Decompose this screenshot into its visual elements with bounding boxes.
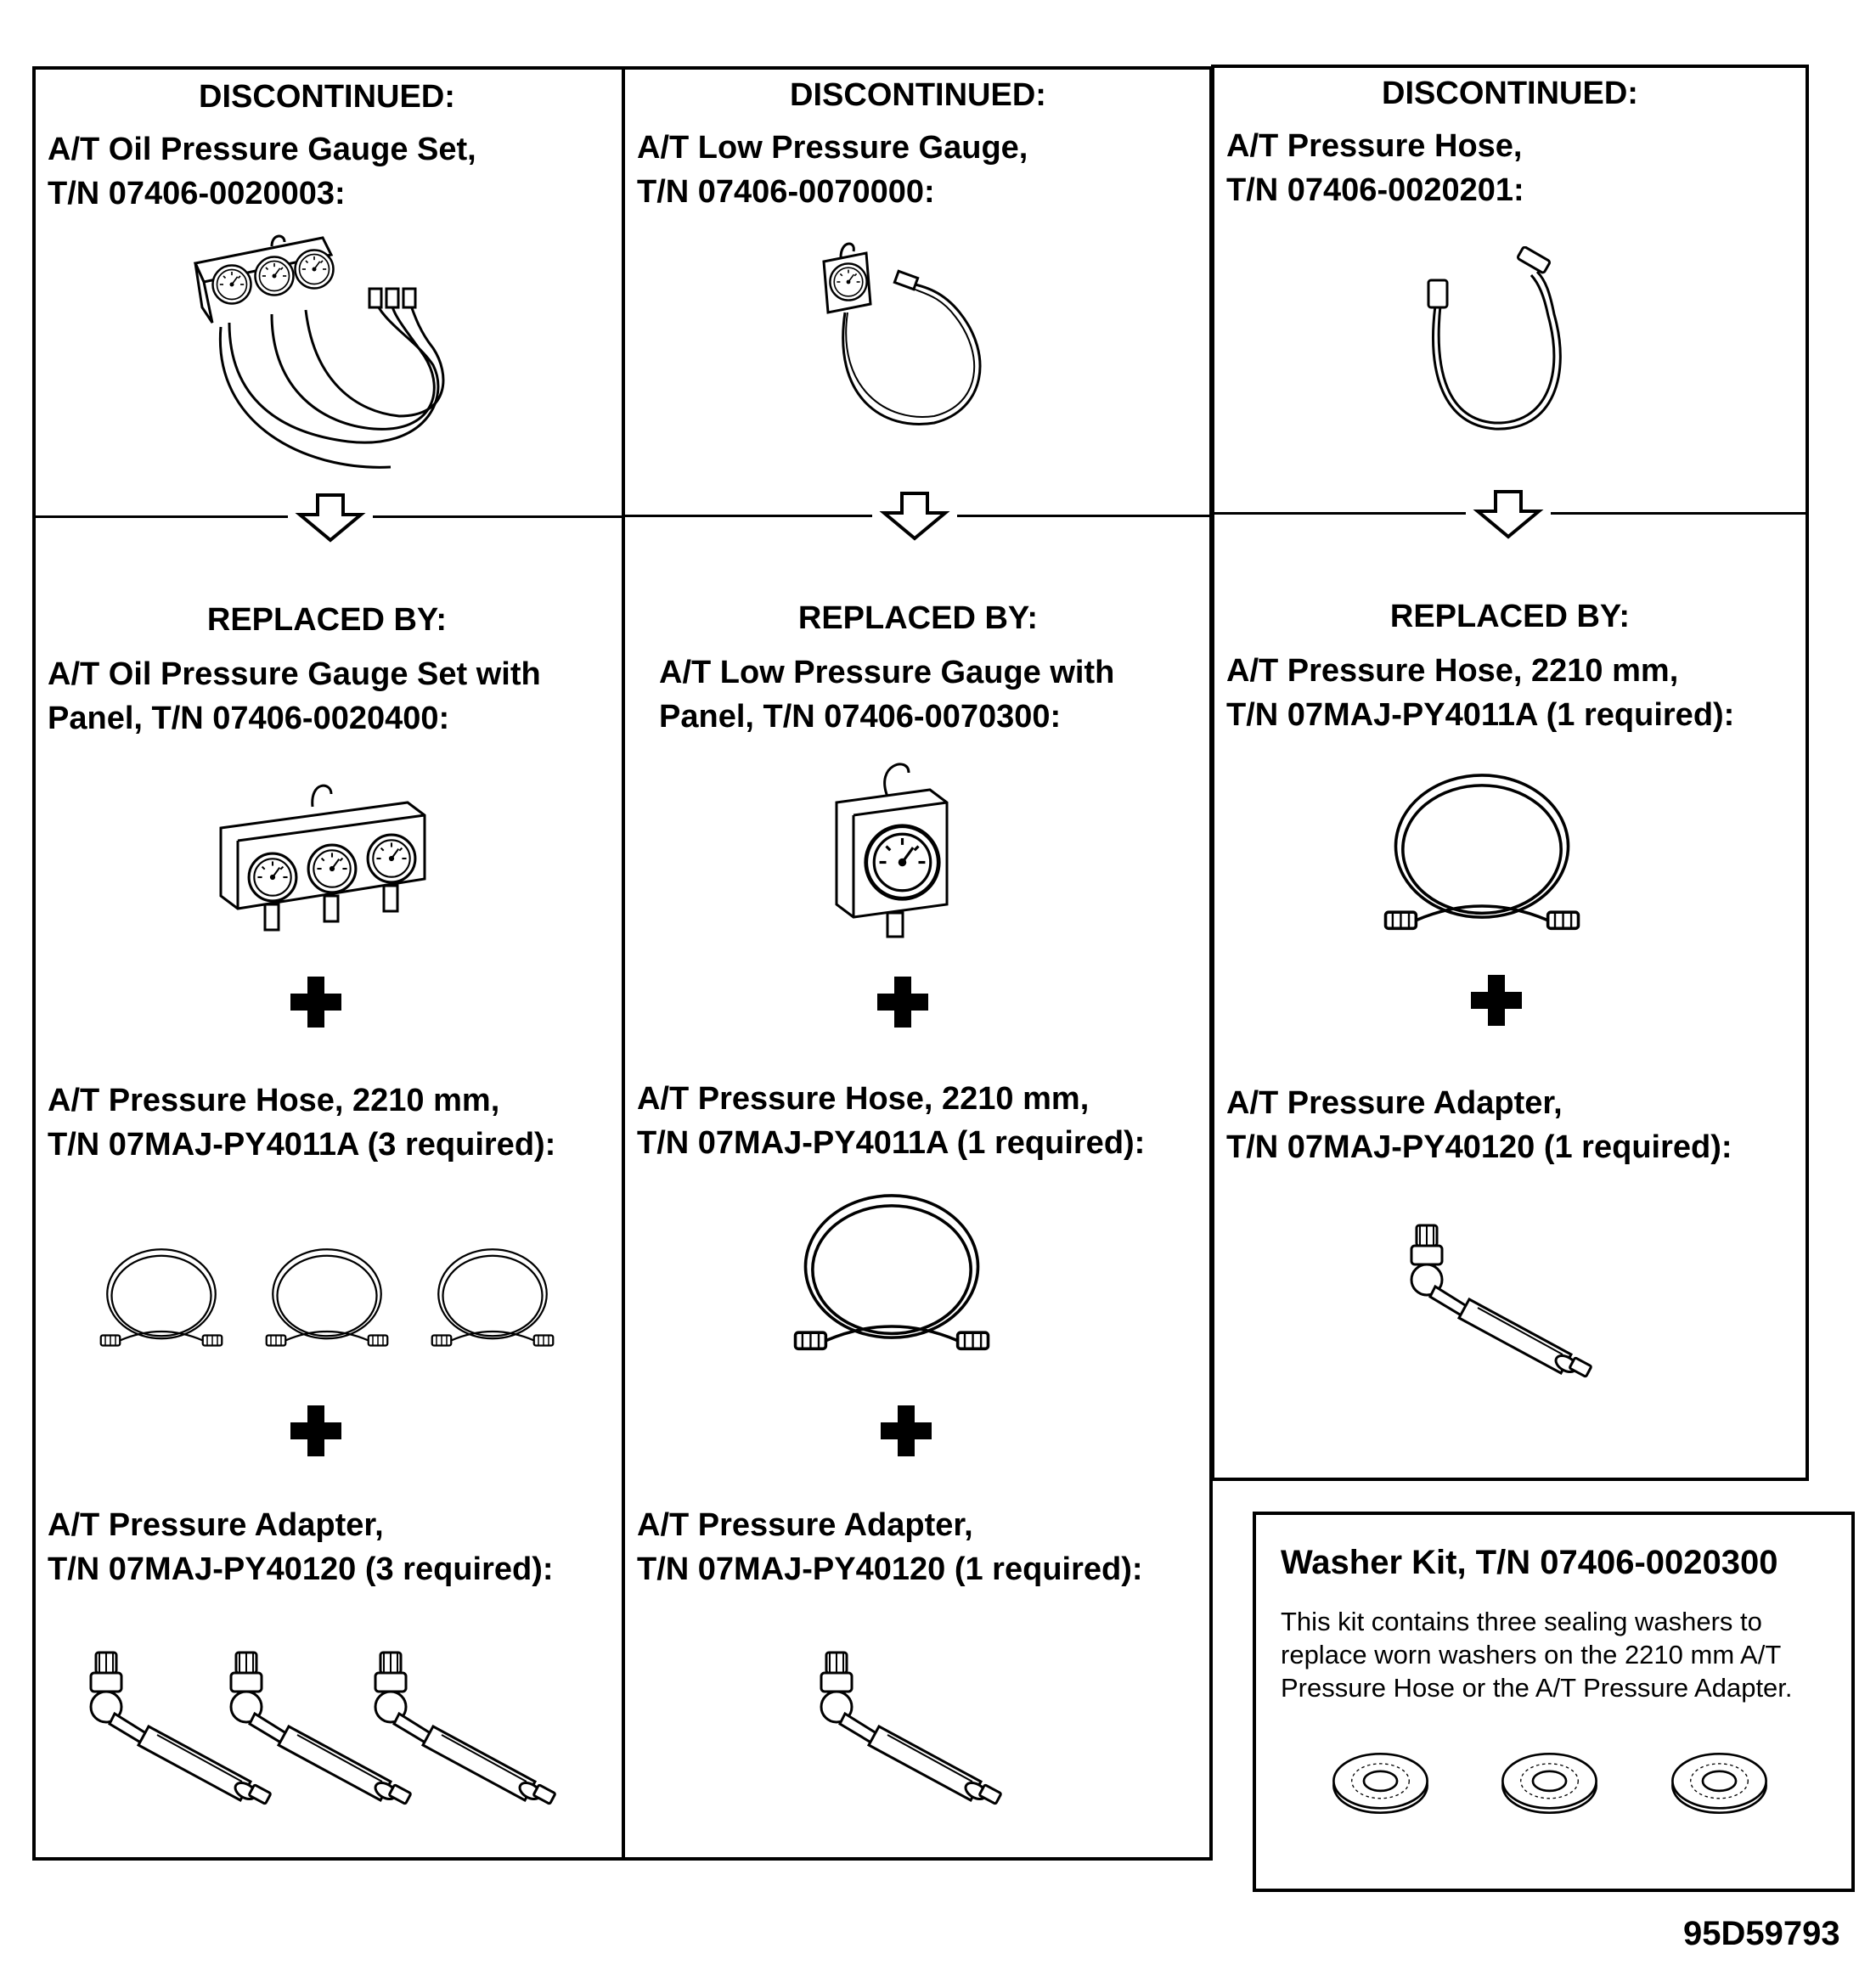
plus-icon-2 (290, 1405, 341, 1456)
col3-adapter-item-line2: T/N 07MAJ-PY40120 (1 required): (1226, 1129, 1732, 1165)
col2-adapter-item-line1: A/T Pressure Adapter, (637, 1507, 973, 1543)
washer-kit-line3: Pressure Hose or the A/T Pressure Adapte… (1281, 1673, 1793, 1703)
washer-kit-line2: replace worn washers on the 2210 mm A/T (1281, 1640, 1782, 1669)
pressure-hose-icon-1b (265, 1248, 389, 1347)
gauge-set-icon (193, 234, 445, 469)
down-arrow-icon-3 (1466, 489, 1551, 540)
pressure-adapter-icon-2 (820, 1651, 1003, 1805)
col1-replaced-item-line1: A/T Oil Pressure Gauge Set with (48, 656, 541, 692)
col3-discontinued-header: DISCONTINUED: (1382, 76, 1638, 111)
document-id: 95D59793 (1683, 1915, 1840, 1952)
col2-discontinued-header: DISCONTINUED: (790, 77, 1046, 113)
column-3-frame (1211, 65, 1809, 1481)
col1-discontinued-item-line1: A/T Oil Pressure Gauge Set, (48, 132, 476, 167)
col1-discontinued-header: DISCONTINUED: (199, 79, 455, 115)
pressure-hose-icon-1c (431, 1248, 555, 1347)
down-arrow-icon-1 (288, 493, 373, 543)
column-divider-2 (1211, 66, 1214, 1481)
washer-icon-3 (1671, 1752, 1767, 1815)
col1-discontinued-item-line2: T/N 07406-0020003: (48, 176, 346, 211)
washer-kit-box (1253, 1512, 1855, 1892)
pressure-hose-icon-3 (1383, 774, 1580, 931)
col3-replaced-header: REPLACED BY: (1389, 599, 1631, 634)
pressure-hose-icon-old (1427, 246, 1562, 431)
col2-replaced-header: REPLACED BY: (797, 600, 1039, 636)
pressure-hose-icon-1a (99, 1248, 223, 1347)
col2-hose-item-line2: T/N 07MAJ-PY4011A (1 required): (637, 1125, 1146, 1161)
col3-replaced-item-line1: A/T Pressure Hose, 2210 mm, (1226, 653, 1679, 689)
plus-icon-4 (881, 1405, 932, 1456)
col1-replaced-item-line2: Panel, T/N 07406-0020400: (48, 701, 450, 736)
col1-adapter-item-line1: A/T Pressure Adapter, (48, 1507, 384, 1543)
column-divider-1 (622, 68, 625, 1860)
col3-replaced-item-line2: T/N 07MAJ-PY4011A (1 required): (1226, 697, 1735, 733)
col1-replaced-header: REPLACED BY: (206, 602, 448, 638)
pressure-hose-icon-2 (793, 1194, 990, 1351)
down-arrow-icon-2 (872, 491, 957, 542)
low-gauge-icon (822, 242, 982, 425)
col1-hose-item-line2: T/N 07MAJ-PY4011A (3 required): (48, 1127, 556, 1163)
washer-icon-2 (1501, 1752, 1597, 1815)
col3-discontinued-item-line1: A/T Pressure Hose, (1226, 128, 1523, 164)
pressure-adapter-icon-3 (1410, 1224, 1593, 1378)
col3-adapter-item-line1: A/T Pressure Adapter, (1226, 1085, 1563, 1121)
gauge-panel-icon (219, 784, 426, 932)
col2-replaced-item-line1: A/T Low Pressure Gauge with (659, 655, 1115, 690)
col2-adapter-item-line2: T/N 07MAJ-PY40120 (1 required): (637, 1551, 1143, 1587)
washer-icon-1 (1332, 1752, 1428, 1815)
pressure-adapter-icon-1c (374, 1651, 557, 1805)
col3-discontinued-item-line2: T/N 07406-0020201: (1226, 172, 1524, 208)
washer-kit-title: Washer Kit, T/N 07406-0020300 (1281, 1544, 1778, 1581)
col2-hose-item-line1: A/T Pressure Hose, 2210 mm, (637, 1081, 1090, 1117)
col2-discontinued-item-line1: A/T Low Pressure Gauge, (637, 130, 1028, 166)
low-gauge-panel-icon (835, 763, 949, 938)
col2-replaced-item-line2: Panel, T/N 07406-0070300: (659, 699, 1062, 735)
col1-hose-item-line1: A/T Pressure Hose, 2210 mm, (48, 1083, 500, 1118)
plus-icon-5 (1471, 975, 1522, 1026)
plus-icon-1 (290, 977, 341, 1028)
col1-adapter-item-line2: T/N 07MAJ-PY40120 (3 required): (48, 1551, 554, 1587)
col2-discontinued-item-line2: T/N 07406-0070000: (637, 174, 935, 210)
washer-kit-line1: This kit contains three sealing washers … (1281, 1607, 1762, 1636)
plus-icon-3 (877, 977, 928, 1028)
